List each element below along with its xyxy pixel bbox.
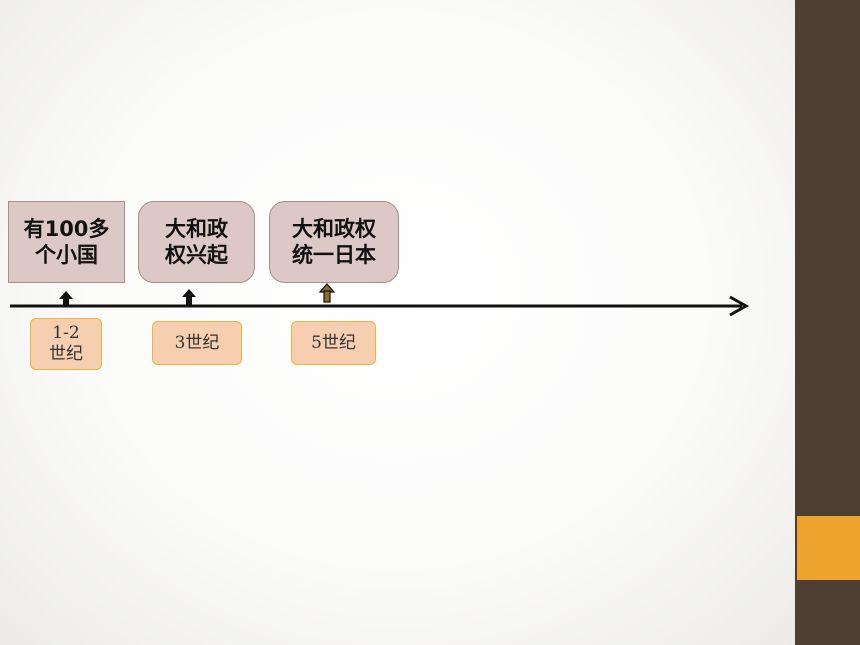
date-box-3-century: 3世纪 [152,321,242,365]
timeline [10,283,750,317]
marker-arrow-1-icon [59,291,73,306]
slide-canvas: 有100多 个小国 大和政 权兴起 大和政权 统一日本 1-2 世纪 3世纪 5… [0,0,795,645]
timeline-arrowhead-icon [729,295,750,317]
event-box-yamato-rise: 大和政 权兴起 [138,201,255,283]
event-box-yamato-unify: 大和政权 统一日本 [269,201,399,283]
event-box-small-states: 有100多 个小国 [8,201,125,283]
date-box-1-2-century: 1-2 世纪 [30,318,102,370]
marker-arrow-3-icon [182,289,196,306]
date-box-5-century: 5世纪 [291,321,376,365]
sidebar-panel [795,0,860,645]
sidebar-accent-block [797,516,860,580]
marker-arrow-5-icon [318,283,336,303]
